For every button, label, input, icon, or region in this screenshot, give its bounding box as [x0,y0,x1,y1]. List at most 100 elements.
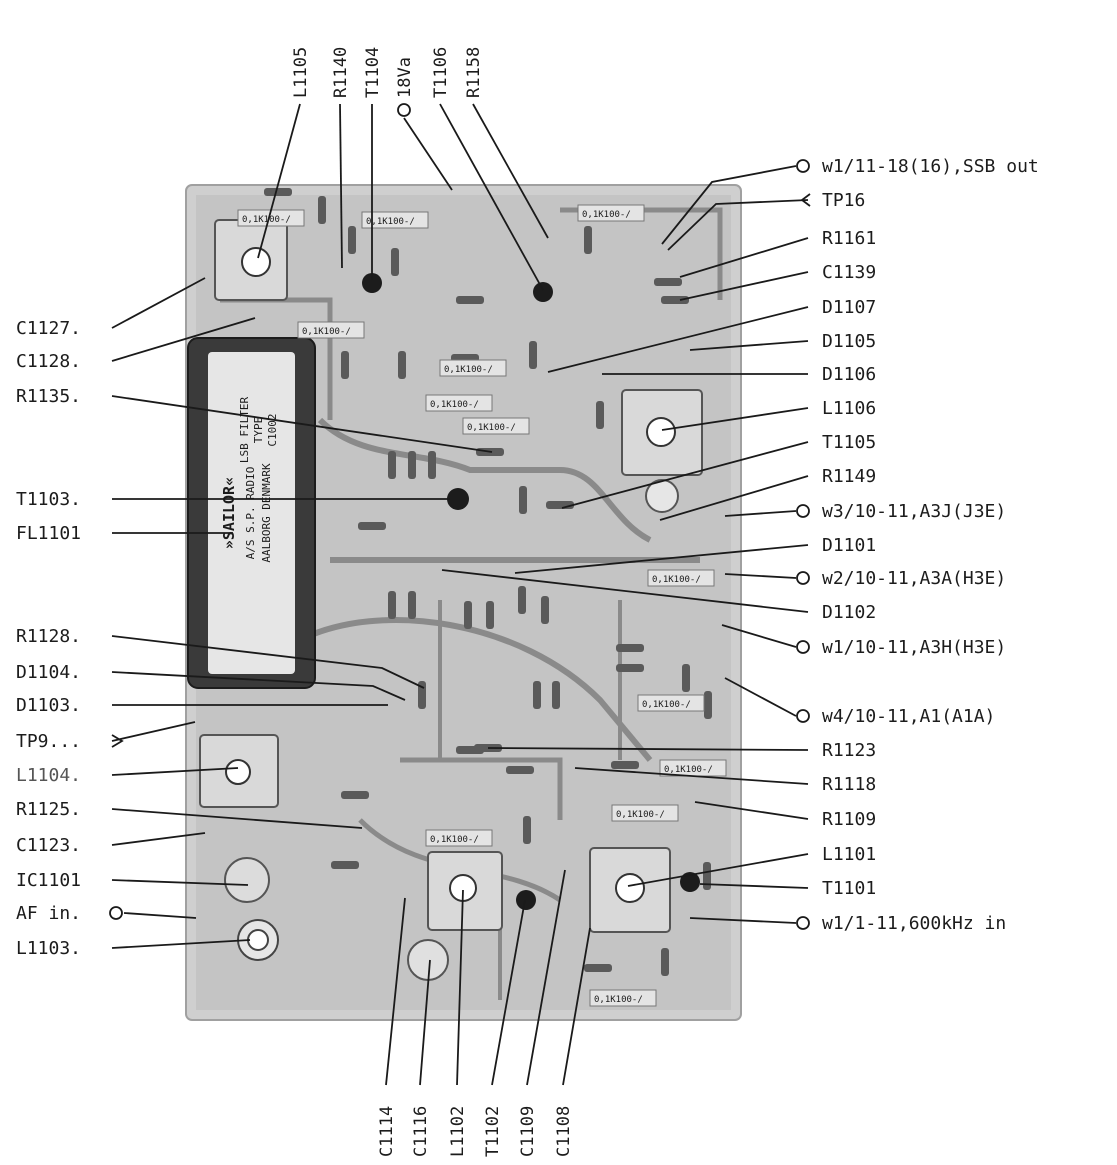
pcb-board [185,184,742,1021]
label-d1105: D1105 [822,331,876,352]
capacitor-marking: 0,1K100-/ [444,365,493,375]
label-l1101: L1101 [822,844,876,865]
label-18va: 18Va [395,57,415,98]
label-c1116: C1116 [411,1106,431,1157]
resistor [358,522,386,530]
resistor [506,766,534,774]
transistor-t1103 [447,488,469,510]
resistor [616,644,644,652]
transistor-t1101 [680,872,700,892]
terminal-18va [397,103,411,117]
label-r1161: R1161 [822,228,876,249]
label-r1158: R1158 [464,47,484,98]
coil-l1105 [214,219,288,301]
capacitor [425,394,493,412]
capacitor [589,989,657,1007]
capacitor-marking: 0,1K100-/ [582,210,631,220]
coil-l1101 [589,847,671,933]
resistor [616,664,644,672]
label-c1139: C1139 [822,262,876,283]
label-r1135: R1135. [16,386,81,407]
right-labels: w1/11-18(16),SSB out TP16 R1161 C1139 D1… [822,156,1039,934]
resistor [661,948,669,976]
label-c1128: C1128. [16,351,81,372]
resistor [388,591,396,619]
label-l1103: L1103. [16,938,81,959]
label-r1149: R1149 [822,466,876,487]
label-t1104: T1104 [363,47,383,98]
label-tp9: TP9... [16,731,81,752]
transistor-t1104 [362,273,382,293]
terminal-af-in [109,906,123,920]
label-l1104: L1104. [16,765,81,786]
capacitor-marking: 0,1K100-/ [242,215,291,225]
resistor [341,791,369,799]
label-l1102: L1102 [448,1106,468,1157]
capacitor-marking: 0,1K100-/ [430,400,479,410]
resistor [654,278,682,286]
left-labels: C1127. C1128. R1135. T1103. FL1101 R1128… [16,318,81,959]
coil-l1106 [621,389,703,476]
capacitor [439,359,507,377]
ic1101-can [224,857,270,903]
label-af-in: AF in. [16,903,81,924]
resistor [596,401,604,429]
label-tp16: TP16 [822,190,865,211]
capacitor-marking: 0,1K100-/ [652,575,701,585]
lsb-filter-module: »SAILOR« A/S S.P. RADIO AALBORG DENMARK … [187,337,316,689]
resistor [264,188,292,196]
label-d1102: D1102 [822,602,876,623]
resistor [318,196,326,224]
label-d1104: D1104. [16,662,81,683]
capacitor-marking: 0,1K100-/ [664,765,713,775]
label-a3a: w2/10-11,A3A(H3E) [822,568,1006,589]
resistor [341,351,349,379]
terminal-a3j [796,504,810,518]
capacitor-marking: 0,1K100-/ [642,700,691,710]
resistor [584,964,612,972]
terminal-ssb-out [796,159,810,173]
resistor [552,681,560,709]
capacitor-marking: 0,1K100-/ [430,835,479,845]
capacitor [637,694,705,712]
resistor [541,596,549,624]
filter-type-line-1: LSB FILTER [238,397,251,464]
capacitor [647,569,715,587]
label-a3h: w1/10-11,A3H(H3E) [822,637,1006,658]
capacitor-marking-group: 0,1K100-/ 0,1K100-/ 0,1K100-/ 0,1K100-/ 0,1K… [237,204,727,1007]
label-r1109: R1109 [822,809,876,830]
resistor [529,341,537,369]
label-t1102: T1102 [483,1106,503,1157]
capacitor [462,417,530,435]
bottom-labels: C1114 C1116 L1102 T1102 C1109 C1108 [377,1106,574,1157]
transistor-t1105 [645,479,679,513]
capacitor-marking: 0,1K100-/ [366,217,415,227]
resistor [519,486,527,514]
resistor [408,451,416,479]
resistor [523,816,531,844]
filter-maker: A/S S.P. RADIO [244,467,257,560]
resistor [486,601,494,629]
coil-l1102 [427,851,503,931]
label-t1105: T1105 [822,432,876,453]
label-r1125: R1125. [16,799,81,820]
resistor [398,351,406,379]
capacitor [577,204,645,222]
transistor-t1106 [533,282,553,302]
resistor-group [264,188,712,976]
terminal-600khz-in [796,916,810,930]
resistor [661,296,689,304]
capacitor [297,321,365,339]
resistor [464,601,472,629]
label-r1118: R1118 [822,774,876,795]
label-r1140: R1140 [331,47,351,98]
capacitor-marking: 0,1K100-/ [594,995,643,1005]
label-ic1101: IC1101 [16,870,81,891]
label-fl1101: FL1101 [16,523,81,544]
label-600khz-in: w1/1-11,600kHz in [822,913,1006,934]
capacitor-marking: 0,1K100-/ [302,327,351,337]
label-a3j: w3/10-11,A3J(J3E) [822,501,1006,522]
resistor [428,451,436,479]
label-c1114: C1114 [377,1106,397,1157]
label-t1101: T1101 [822,878,876,899]
